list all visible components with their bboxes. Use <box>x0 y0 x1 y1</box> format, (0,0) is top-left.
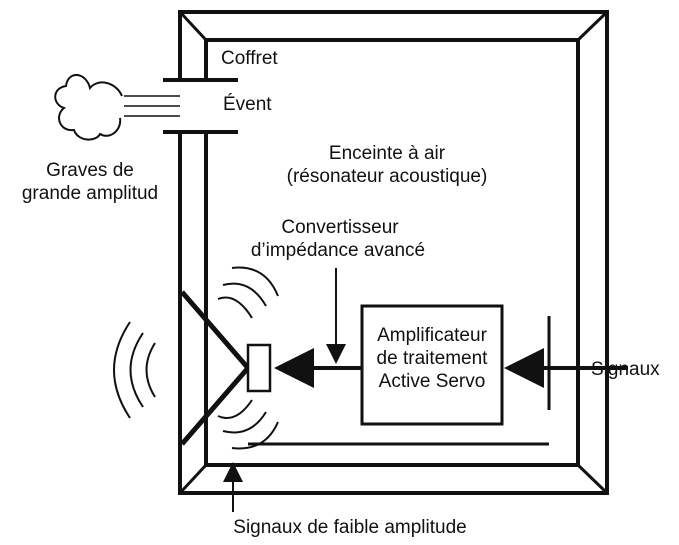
label-enceinte-2: (résonateur acoustique) <box>287 166 488 187</box>
amplifier-box <box>360 304 504 426</box>
inner-lower-waves <box>217 399 279 450</box>
outer-sound-waves <box>113 321 156 419</box>
label-graves-1: Graves de <box>46 160 134 181</box>
label-signaux: Signaux <box>591 359 660 380</box>
bevel-top-right <box>576 10 609 42</box>
label-enceinte-1: Enceinte à air <box>329 143 446 164</box>
speaker-driver <box>180 290 272 446</box>
label-faible: Signaux de faible amplitude <box>233 517 466 538</box>
label-graves-2: grande amplitud <box>22 183 158 204</box>
label-event: Évent <box>223 94 272 115</box>
cabinet-outer-wall <box>178 10 609 495</box>
label-coffret: Coffret <box>221 48 278 69</box>
vent-port <box>163 78 238 134</box>
label-convertisseur-1: Convertisseur <box>281 217 399 238</box>
bevel-bottom-left <box>178 463 208 495</box>
bass-cloud-icon <box>54 74 123 141</box>
cabinet <box>178 10 609 495</box>
cabinet-inner-wall <box>204 38 580 467</box>
speaker-cone <box>180 290 252 446</box>
label-convertisseur-2: d’impédance avancé <box>251 240 425 261</box>
label-amp-2: de traitement <box>377 348 489 369</box>
air-flow-lines <box>124 95 180 117</box>
voice-coil <box>246 343 272 393</box>
bevel-bottom-right <box>576 463 609 495</box>
inner-upper-waves <box>217 266 279 319</box>
label-amp-1: Amplificateur <box>377 325 487 346</box>
bevel-top-left <box>178 10 208 42</box>
label-amp-3: Active Servo <box>379 371 486 392</box>
